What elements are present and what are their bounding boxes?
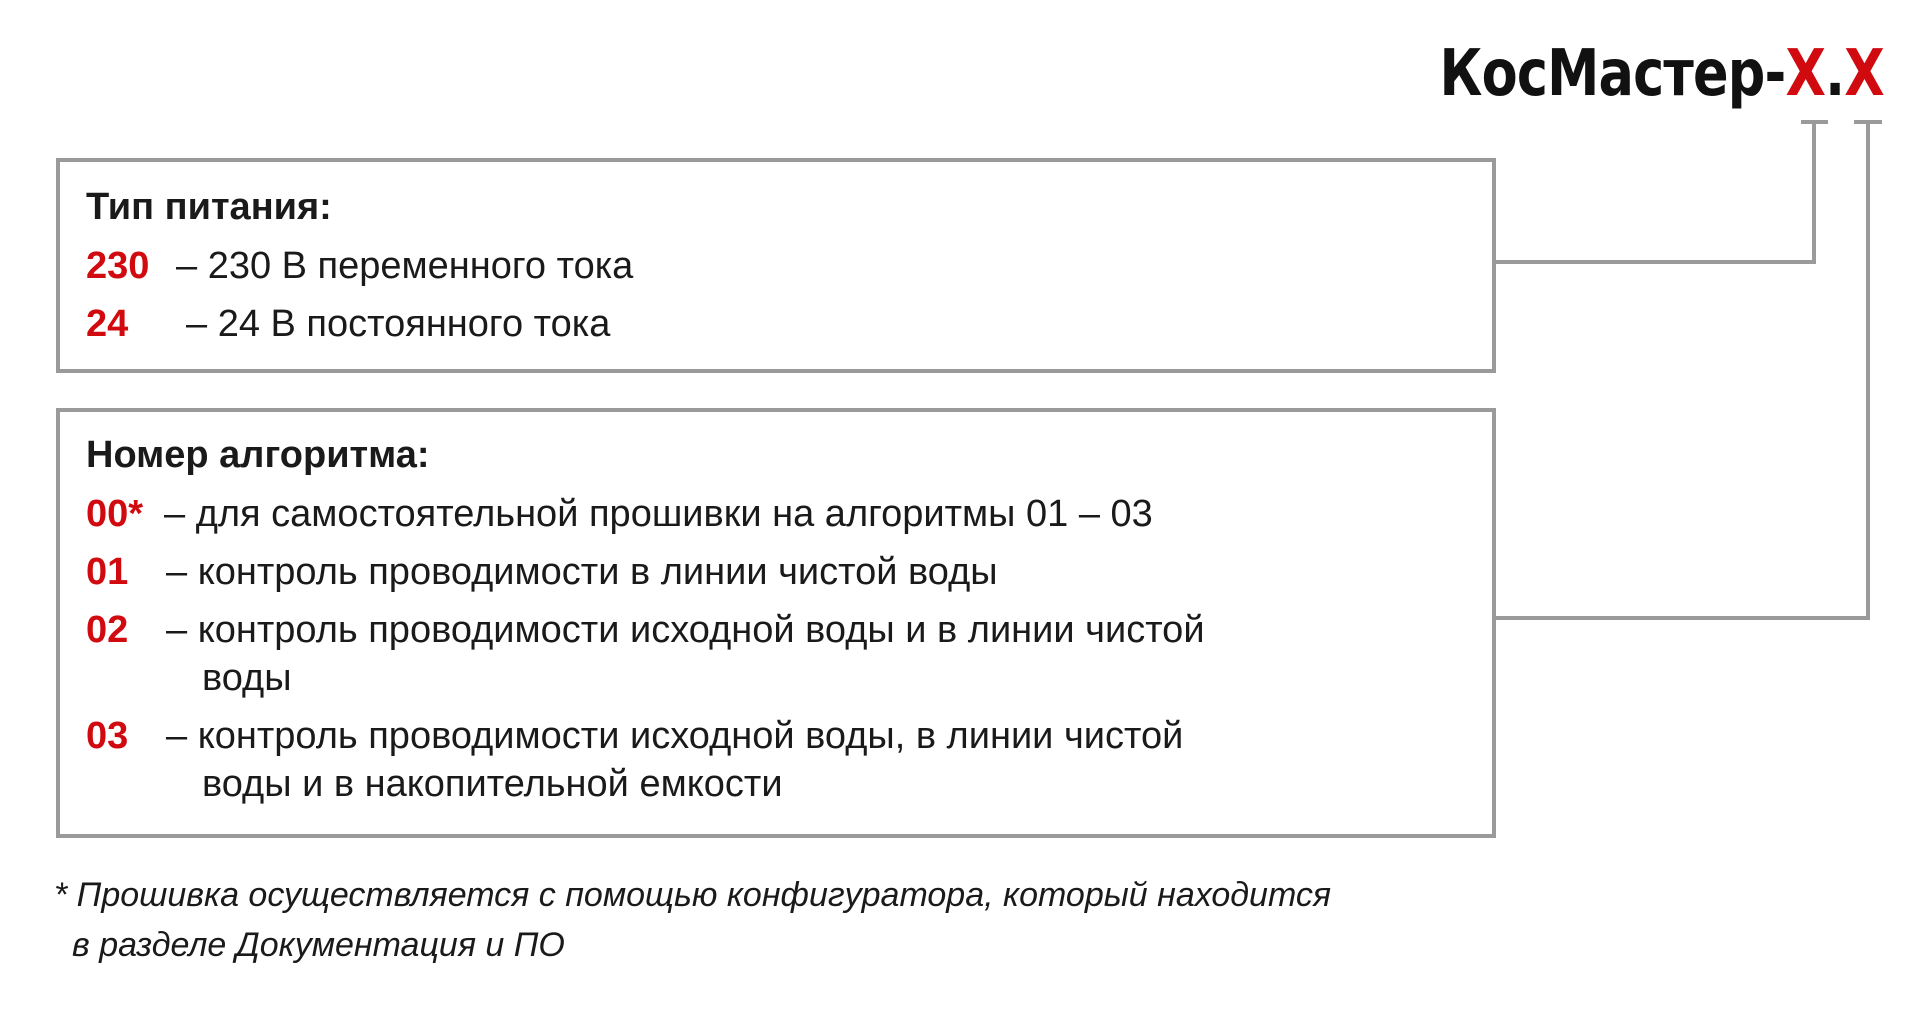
code-separator: . — [1825, 37, 1845, 111]
algorithm-option-code: 00* — [86, 493, 144, 535]
footnote: * Прошивка осуществляется с помощью конф… — [54, 870, 1331, 970]
power-type-title: Тип питания: — [86, 186, 332, 228]
product-name: КосМастер- — [1439, 37, 1787, 111]
algorithm-option-description: – для самостоятельной прошивки на алгори… — [164, 493, 1153, 535]
algorithm-option-description-line1: – контроль проводимости исходной воды, в… — [166, 715, 1184, 757]
algorithm-option-description-line1: – контроль проводимости исходной воды и … — [166, 609, 1205, 651]
algorithm-option-code: 03 — [86, 715, 129, 757]
algorithm-option-description-line2: воды и в накопительной емкости — [202, 763, 783, 805]
algorithm-option-description-line2: воды — [202, 657, 292, 699]
algorithm-option-code: 02 — [86, 609, 129, 651]
algorithm-option-description: – контроль проводимости исходной воды, в… — [166, 712, 1183, 808]
algorithm-option-description: – контроль проводимости исходной воды и … — [166, 606, 1205, 702]
footnote-line1: * Прошивка осуществляется с помощью конф… — [54, 876, 1332, 914]
product-model-title: КосМастер-Х.Х — [1440, 42, 1885, 106]
algorithm-title: Номер алгоритма: — [86, 434, 430, 476]
algorithm-code-placeholder: Х — [1844, 37, 1884, 111]
power-option-description: – 230 В переменного тока — [176, 245, 634, 287]
power-option-code: 24 — [86, 303, 129, 345]
power-option-code: 230 — [86, 245, 150, 287]
power-type-box: Тип питания: 230 – 230 В переменного ток… — [56, 158, 1496, 373]
algorithm-option-code: 01 — [86, 551, 129, 593]
algorithm-box: Номер алгоритма: 00* – для самостоятельн… — [56, 408, 1496, 838]
algorithm-option-description: – контроль проводимости в линии чистой в… — [166, 551, 998, 593]
footnote-line2: в разделе Документация и ПО — [72, 926, 565, 964]
algorithm-connector-line — [1496, 122, 1870, 620]
power-connector-line — [1496, 122, 1816, 264]
power-code-placeholder: Х — [1785, 37, 1826, 111]
power-option-description: – 24 В постоянного тока — [186, 303, 611, 345]
